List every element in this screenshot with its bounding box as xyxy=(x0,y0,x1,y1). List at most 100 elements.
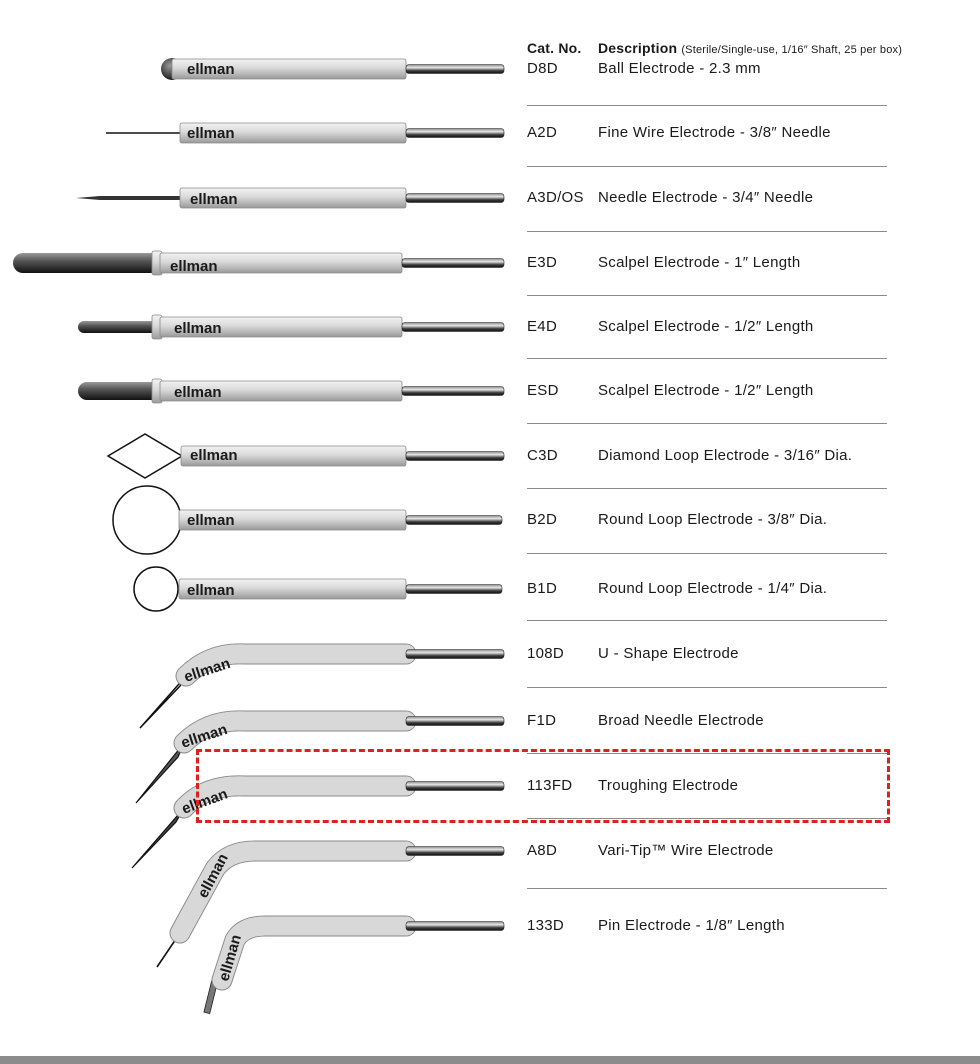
brand-label: ellman xyxy=(187,582,235,599)
electrode-e4d: ellman xyxy=(78,314,505,340)
electrode-113fd: ellman xyxy=(131,775,505,869)
product-description: Round Loop Electrode - 1/4″ Dia. xyxy=(598,580,828,597)
metal-shaft xyxy=(405,515,503,525)
needle-tip xyxy=(76,196,181,200)
cat-no: F1D xyxy=(527,712,557,729)
product-description: Needle Electrode - 3/4″ Needle xyxy=(598,189,814,206)
brand-label: ellman xyxy=(190,447,238,464)
product-description: Scalpel Electrode - 1″ Length xyxy=(598,254,801,271)
cat-no: 108D xyxy=(527,645,565,662)
metal-shaft xyxy=(401,322,505,332)
electrode-a2d: ellman xyxy=(106,122,505,144)
row-divider xyxy=(527,753,887,754)
metal-shaft xyxy=(405,781,505,791)
cat-no: B1D xyxy=(527,580,558,597)
scalpel-blade xyxy=(78,321,160,333)
round-loop-tip xyxy=(133,566,179,612)
product-description: Ball Electrode - 2.3 mm xyxy=(598,60,761,77)
highlight-box xyxy=(196,749,890,823)
metal-shaft xyxy=(405,716,505,726)
row-divider xyxy=(527,888,887,889)
product-description: U - Shape Electrode xyxy=(598,645,739,662)
cat-no: A8D xyxy=(527,842,558,859)
electrode-b1d: ellman xyxy=(133,566,503,612)
footer-bar xyxy=(0,1056,980,1064)
broad-needle-tip xyxy=(135,742,185,804)
metal-shaft xyxy=(405,649,505,659)
metal-shaft xyxy=(405,584,503,594)
row-divider xyxy=(527,818,887,819)
product-description: Scalpel Electrode - 1/2″ Length xyxy=(598,318,814,335)
cat-no: A2D xyxy=(527,124,558,141)
brand-label: ellman xyxy=(170,258,218,275)
metal-shaft xyxy=(405,921,505,931)
handle-body-fill xyxy=(212,916,416,990)
electrode-c3d: ellman xyxy=(106,433,505,479)
row-divider xyxy=(527,423,887,424)
cat-no: C3D xyxy=(527,447,558,464)
row-divider xyxy=(527,105,887,106)
cat-no: D8D xyxy=(527,60,558,77)
cat-no: ESD xyxy=(527,382,559,399)
row-divider xyxy=(527,166,887,167)
row-divider xyxy=(527,620,887,621)
description-header-label: Description xyxy=(598,40,678,56)
scalpel-blade xyxy=(78,382,160,400)
product-description: Fine Wire Electrode - 3/8″ Needle xyxy=(598,124,831,141)
metal-shaft xyxy=(405,846,505,856)
metal-shaft xyxy=(401,386,505,396)
electrode-e3d: ellman xyxy=(13,250,505,276)
brand-label: ellman xyxy=(174,320,222,337)
metal-shaft xyxy=(401,258,505,268)
product-description: Pin Electrode - 1/8″ Length xyxy=(598,917,785,934)
cat-no: A3D/OS xyxy=(527,189,584,206)
cat-no: B2D xyxy=(527,511,558,528)
description-header: Description (Sterile/Single-use, 1/16″ S… xyxy=(598,40,902,56)
electrode-a8d: ellman xyxy=(156,840,505,968)
row-divider xyxy=(527,687,887,688)
brand-label: ellman xyxy=(187,512,235,529)
cat-no: E3D xyxy=(527,254,558,271)
scalpel-blade xyxy=(13,253,163,273)
product-description: Vari-Tip™ Wire Electrode xyxy=(598,842,774,859)
metal-shaft xyxy=(405,451,505,461)
brand-label: ellman xyxy=(187,125,235,142)
cat-no: E4D xyxy=(527,318,558,335)
row-divider xyxy=(527,553,887,554)
row-divider xyxy=(527,295,887,296)
cat-no-header: Cat. No. xyxy=(527,40,582,56)
brand-label: ellman xyxy=(174,384,222,401)
cat-no: 113FD xyxy=(527,777,573,794)
metal-shaft xyxy=(405,128,505,138)
electrode-b2d: ellman xyxy=(112,485,503,555)
description-header-note: (Sterile/Single-use, 1/16″ Shaft, 25 per… xyxy=(681,44,903,56)
handle-body-fill xyxy=(174,711,416,753)
row-divider xyxy=(527,231,887,232)
metal-shaft xyxy=(405,193,505,203)
row-divider xyxy=(527,358,887,359)
diamond-loop-tip xyxy=(106,433,184,479)
electrode-f1d: ellman xyxy=(135,710,505,804)
product-description: Scalpel Electrode - 1/2″ Length xyxy=(598,382,814,399)
product-description: Troughing Electrode xyxy=(598,777,739,794)
product-description: Broad Needle Electrode xyxy=(598,712,764,729)
product-description: Round Loop Electrode - 3/8″ Dia. xyxy=(598,511,828,528)
troughing-tip xyxy=(131,807,185,869)
handle-body-fill xyxy=(170,841,416,943)
brand-label: ellman xyxy=(187,61,235,78)
electrode-esd: ellman xyxy=(78,378,505,404)
row-divider xyxy=(527,488,887,489)
metal-shaft xyxy=(405,64,505,74)
electrode-a3dos: ellman xyxy=(76,187,505,209)
electrode-d8d: ellman xyxy=(161,58,505,80)
handle-body-fill xyxy=(174,776,416,818)
brand-label: ellman xyxy=(190,191,238,208)
product-description: Diamond Loop Electrode - 3/16″ Dia. xyxy=(598,447,853,464)
cat-no: 133D xyxy=(527,917,565,934)
electrode-133d: ellman xyxy=(203,915,505,1015)
round-loop-tip xyxy=(112,485,182,555)
handle-body-fill xyxy=(176,644,416,686)
electrode-108d: ellman xyxy=(139,643,505,729)
